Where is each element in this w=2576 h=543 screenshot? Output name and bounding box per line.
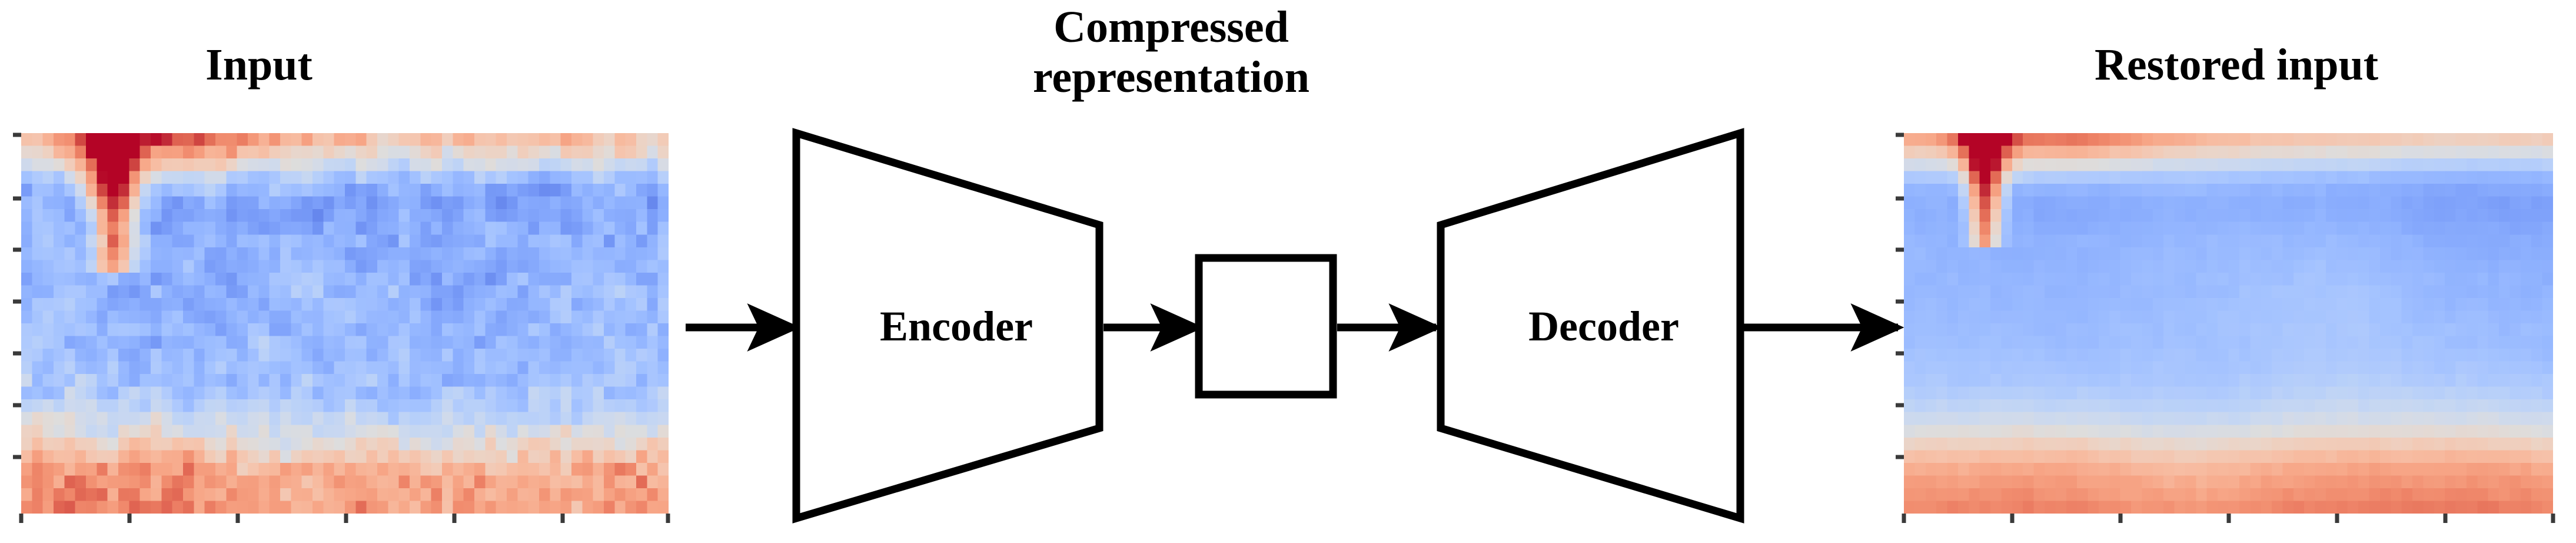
restored-heatmap (1904, 133, 2553, 514)
page-title-input: Input (205, 40, 313, 90)
latent-box[interactable] (1195, 254, 1337, 399)
decoder-label: Decoder (1528, 303, 1679, 350)
page-title-restored-input: Restored input (2094, 40, 2379, 90)
encoder-trapezoid[interactable] (792, 128, 1103, 524)
encoder-label: Encoder (880, 303, 1033, 350)
decoder-trapezoid[interactable] (1437, 128, 1744, 524)
input-heatmap (21, 133, 669, 514)
page-title-compressed-representation: Compressed representation (1032, 2, 1310, 102)
